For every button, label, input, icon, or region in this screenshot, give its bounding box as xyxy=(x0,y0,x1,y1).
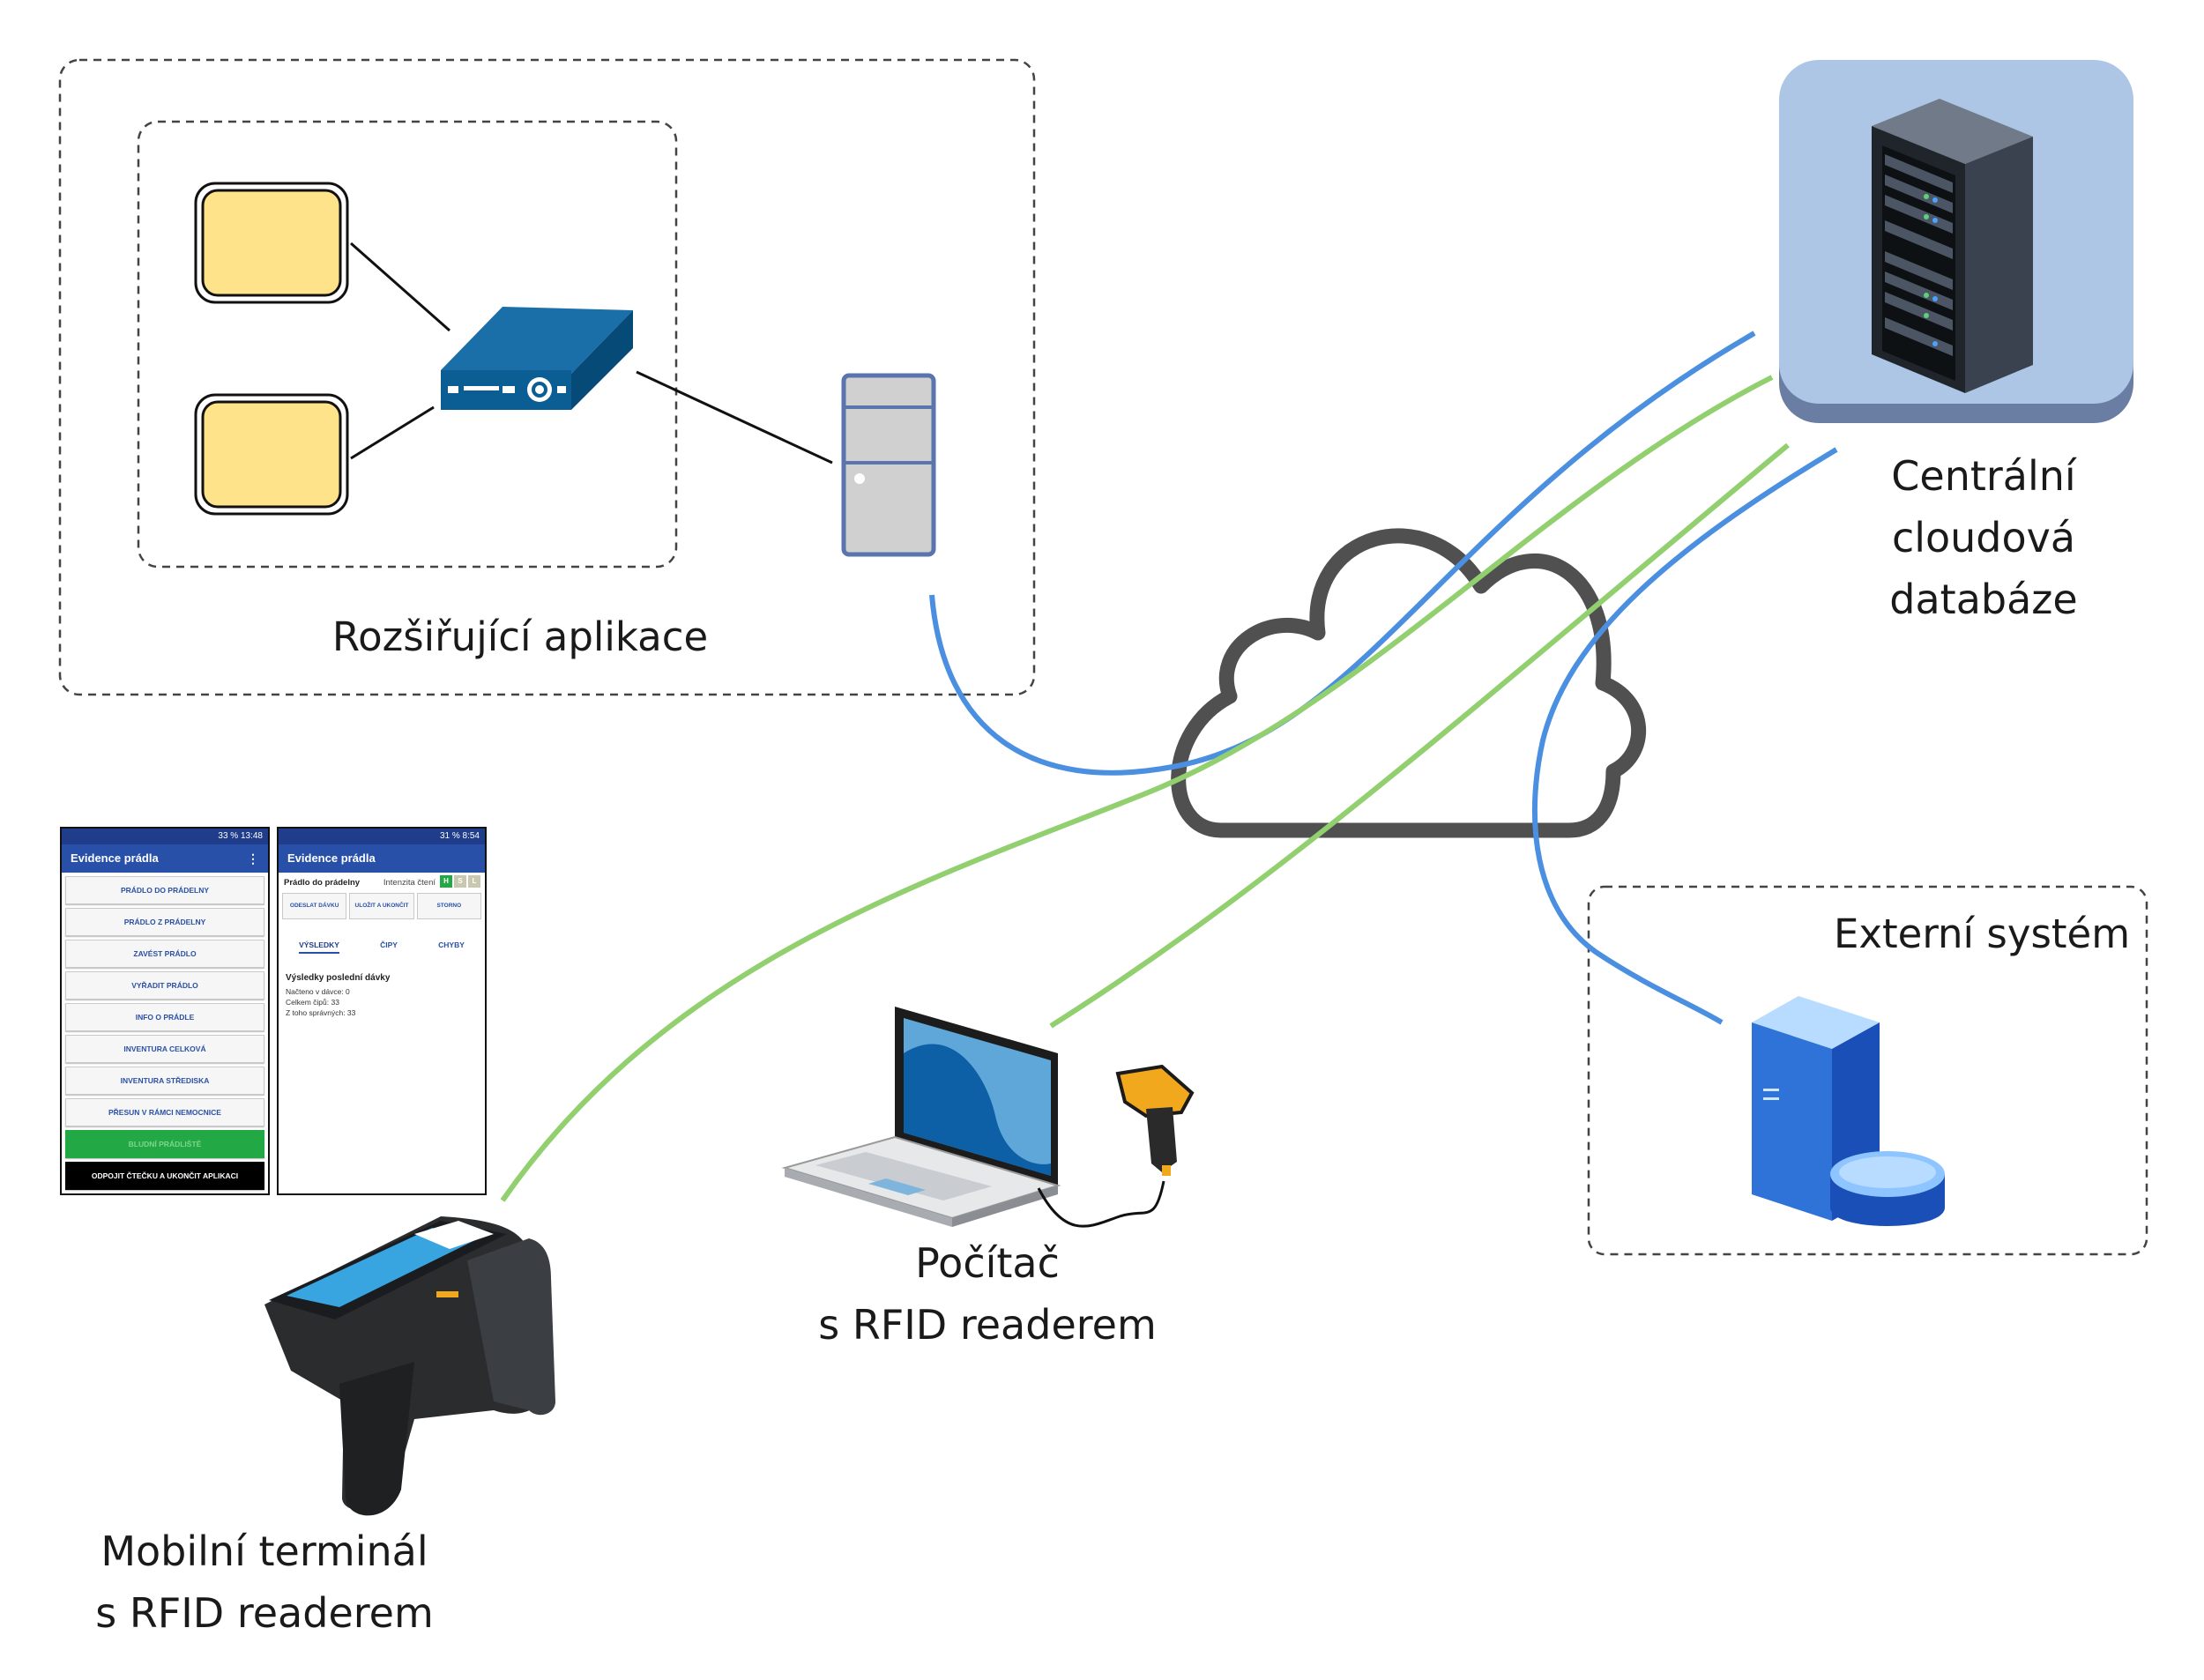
app-title: Evidence prádla xyxy=(287,851,376,865)
app-title: Evidence prádla xyxy=(71,851,159,865)
cloud-icon xyxy=(1171,528,1647,838)
app-title-bar: Evidence prádla xyxy=(279,844,485,873)
intensity-high[interactable]: H xyxy=(440,875,452,888)
computer-label-line-1: Počítač xyxy=(915,1239,1060,1287)
mobile-terminal-label: Mobilní terminál s RFID readerem xyxy=(53,1520,476,1644)
cancel-button[interactable]: STORNO xyxy=(416,893,481,919)
tab-results[interactable]: VÝSLEDKY xyxy=(299,940,339,954)
more-options-icon[interactable]: ⋮ xyxy=(247,851,259,866)
intensity-label: Intenzita čtení xyxy=(383,878,436,888)
mobile-terminal-label-line-2: s RFID readerem xyxy=(95,1589,434,1637)
menu-button[interactable]: VYŘADIT PRÁDLO xyxy=(65,971,264,1000)
app-title-bar: Evidence prádla ⋮ xyxy=(62,844,268,873)
status-bar: 33 % 13:48 xyxy=(62,829,268,844)
laptop-icon xyxy=(781,1007,1061,1227)
mobile-terminal-label-line-1: Mobilní terminál xyxy=(101,1528,428,1575)
app-screenshot-menu: 33 % 13:48 Evidence prádla ⋮ PRÁDLO DO P… xyxy=(60,827,270,1195)
server-rack-icon xyxy=(1872,99,2033,393)
barcode-scanner-icon xyxy=(1115,1064,1195,1176)
tab-errors[interactable]: CHYBY xyxy=(438,940,465,949)
tag-reader-link xyxy=(350,405,435,460)
results-title: Výsledky poslední dávky xyxy=(286,973,391,983)
mode-label: Prádlo do prádelny xyxy=(284,878,361,888)
green-action-button[interactable]: BLUDNÍ PRÁDLIŠTĚ xyxy=(65,1130,264,1158)
extension-apps-group xyxy=(58,58,1036,696)
save-exit-button[interactable]: ULOŽIT A UKONČIT xyxy=(349,893,414,919)
menu-button[interactable]: PŘESUN V RÁMCI NEMOCNICE xyxy=(65,1098,264,1126)
result-line: Celkem čipů: 33 xyxy=(286,998,339,1007)
intensity-mid[interactable]: S xyxy=(454,875,466,888)
central-db-line-3: databáze xyxy=(1889,576,2078,623)
status-bar: 31 % 8:54 xyxy=(279,829,485,844)
rfid-tag-icon xyxy=(194,393,349,516)
scanner-cable xyxy=(1037,1180,1165,1228)
menu-button[interactable]: PRÁDLO DO PRÁDELNY xyxy=(65,876,264,904)
menu-button[interactable]: INFO O PRÁDLE xyxy=(65,1003,264,1031)
menu-button[interactable]: ZAVÉST PRÁDLO xyxy=(65,940,264,968)
computer-tower-icon xyxy=(841,373,936,557)
central-db-label: Centrální cloudová databáze xyxy=(1851,445,2116,630)
blue-connection-line xyxy=(1531,447,1838,1025)
central-db-line-2: cloudová xyxy=(1891,514,2076,561)
tag-reader-link xyxy=(350,242,450,332)
extension-apps-label: Rozšiřující aplikace xyxy=(332,613,708,660)
green-connection-line xyxy=(1049,442,1790,1029)
green-connection-line xyxy=(500,375,1774,1202)
result-line: Z toho správných: 33 xyxy=(286,1008,356,1017)
reader-computer-link xyxy=(636,370,833,465)
send-batch-button[interactable]: ODESLAT DÁVKU xyxy=(282,893,347,919)
reader-subgroup xyxy=(137,120,678,569)
external-system-group xyxy=(1587,885,2148,1256)
disconnect-button[interactable]: ODPOJIT ČTEČKU A UKONČIT APLIKACI xyxy=(65,1162,264,1190)
menu-button[interactable]: PRÁDLO Z PRÁDELNY xyxy=(65,908,264,936)
rfid-reader-icon xyxy=(441,307,633,410)
rfid-tag-icon xyxy=(194,182,349,304)
action-buttons: ODESLAT DÁVKU ULOŽIT A UKONČIT STORNO xyxy=(279,891,485,921)
app-screenshot-batch: 31 % 8:54 Evidence prádla Prádlo do prád… xyxy=(277,827,487,1195)
external-database-icon xyxy=(1830,1151,1945,1226)
computer-label-line-2: s RFID readerem xyxy=(818,1301,1157,1349)
computer-label: Počítač s RFID readerem xyxy=(776,1232,1199,1356)
mobile-terminal-icon xyxy=(264,1216,555,1516)
tab-chips[interactable]: ČIPY xyxy=(380,940,398,949)
menu-button[interactable]: INVENTURA CELKOVÁ xyxy=(65,1035,264,1063)
menu-button[interactable]: INVENTURA STŘEDISKA xyxy=(65,1067,264,1095)
external-system-label: Externí systém xyxy=(1834,911,2130,957)
result-line: Načteno v dávce: 0 xyxy=(286,987,350,996)
central-db-line-1: Centrální xyxy=(1891,452,2076,500)
tab-bar: VÝSLEDKY ČIPY CHYBY xyxy=(279,940,485,954)
mode-row: Prádlo do prádelny Intenzita čtení H S L xyxy=(279,873,485,891)
intensity-low[interactable]: L xyxy=(468,875,480,888)
